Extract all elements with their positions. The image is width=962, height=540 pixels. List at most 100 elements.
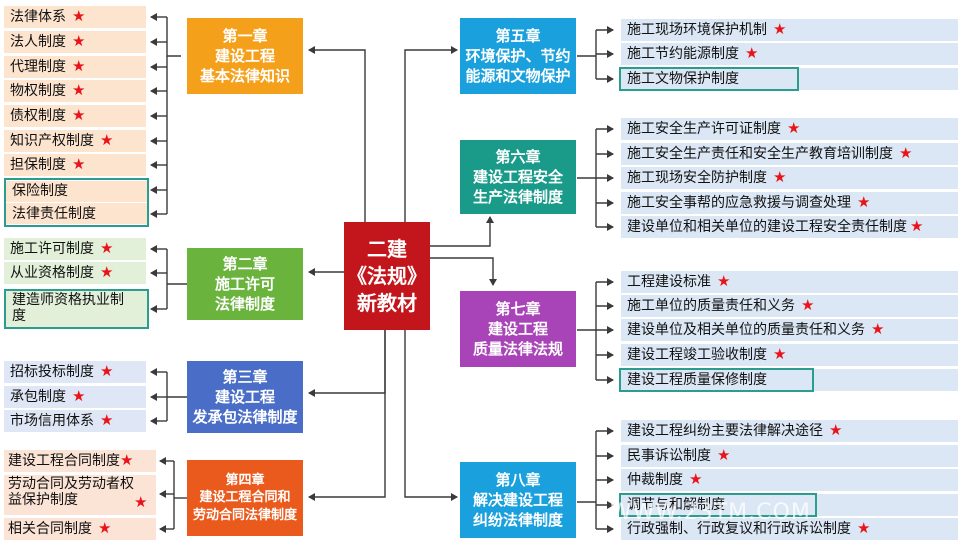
star-icon: ★: [773, 168, 787, 187]
item-label: 施工节约能源制度: [627, 45, 739, 62]
item-label: 担保制度: [10, 156, 66, 173]
star-icon: ★: [72, 81, 86, 100]
item-label: 建设单位和相关单位的建设工程安全责任制度: [627, 218, 907, 235]
ch1-item: 保险制度: [6, 180, 147, 202]
ch1-item: 担保制度★: [4, 154, 146, 176]
ch2-item: 施工许可制度 ★: [4, 238, 146, 260]
chapter-3-title-b: 发承包法律制度: [192, 408, 298, 427]
item-label: 施工现场环境保护机制: [627, 21, 767, 38]
ch3-item: 承包制度★: [4, 386, 146, 408]
chapter-8-number: 第八章: [495, 470, 541, 489]
chapter-1-box: 第一章 建设工程 基本法律知识: [187, 18, 303, 94]
item-label: 建设工程质量保修制度: [627, 371, 767, 388]
item-label: 知识产权制度: [10, 132, 94, 149]
chapter-6-title-b: 生产法律制度: [472, 188, 563, 207]
ch6-item: 施工安全生产许可证制度 ★: [621, 118, 958, 140]
star-icon: ★: [871, 320, 885, 339]
item-label: 市场信用体系: [10, 412, 94, 429]
star-icon: ★: [829, 421, 843, 440]
chapter-8-box: 第八章 解决建设工程 纠纷法律制度: [460, 462, 576, 538]
ch3-item: 招标投标制度★: [4, 361, 146, 383]
item-label: 保险制度: [12, 183, 68, 200]
ch6-item: 建设单位和相关单位的建设工程安全责任制度★: [621, 216, 958, 238]
star-icon: ★: [910, 217, 924, 236]
watermark: WWW.23TM.COM: [610, 500, 811, 525]
ch1-item: 债权制度★: [4, 105, 146, 127]
star-icon: ★: [72, 57, 86, 76]
ch1-item: 法人制度 ★: [4, 31, 146, 53]
item-label: 物权制度: [10, 82, 66, 99]
star-icon: ★: [857, 519, 871, 538]
ch7-item: 工程建设标准★: [621, 271, 958, 293]
item-label: 建设工程合同制度: [8, 452, 120, 469]
star-icon: ★: [717, 446, 731, 465]
ch8-item: 行政强制、行政复议和行政诉讼制度★: [621, 518, 958, 540]
star-icon: ★: [689, 470, 703, 489]
item-label: 从业资格制度: [10, 264, 94, 281]
star-icon: ★: [98, 519, 112, 538]
chapter-2-title-b: 法律制度: [214, 295, 275, 314]
center-title-line-2: 《法规》: [347, 263, 427, 288]
chapter-5-title-b: 能源和文物保护: [465, 67, 571, 86]
star-icon: ★: [773, 345, 787, 364]
ch7-item: 施工单位的质量责任和义务★: [621, 295, 958, 317]
item-label: 施工安全生产责任和安全生产教育培训制度: [627, 145, 893, 162]
ch1-item: 物权制度 ★: [4, 80, 146, 102]
star-icon: ★: [72, 32, 86, 51]
item-label: 施工现场安全防护制度: [627, 169, 767, 186]
item-label: 调节与和解制度: [627, 496, 725, 513]
item-label: 仲裁制度: [627, 471, 683, 488]
chapter-1-title-a: 建设工程: [214, 46, 275, 65]
chapter-7-title-b: 质量法律法规: [472, 340, 563, 359]
item-label: 劳动合同及劳动者权益保护制度: [8, 476, 134, 509]
star-icon: ★: [72, 106, 86, 125]
ch4-item: 建设工程合同制度★: [4, 450, 156, 472]
chapter-6-title-a: 建设工程安全: [472, 167, 563, 186]
star-icon: ★: [100, 362, 114, 381]
chapter-6-number: 第六章: [495, 147, 541, 166]
item-label: 施工安全生产许可证制度: [627, 120, 781, 137]
chapter-1-title-b: 基本法律知识: [199, 67, 290, 86]
item-label: 建设工程竣工验收制度: [627, 346, 767, 363]
chapter-4-box: 第四章 建设工程合同和 劳动合同法律制度: [187, 460, 303, 536]
ch6-item: 施工安全事帮的应急救援与调查处理★: [621, 192, 958, 214]
ch8-item: 建设工程纠纷主要法律解决途径★: [621, 420, 958, 442]
star-icon: ★: [787, 119, 801, 138]
star-icon: ★: [801, 296, 815, 315]
chapter-3-box: 第三章 建设工程 发承包法律制度: [187, 361, 303, 433]
star-icon: ★: [100, 411, 114, 430]
item-label: 法律体系: [10, 8, 66, 25]
chapter-3-number: 第三章: [222, 367, 268, 386]
ch8-item-outline: [619, 493, 817, 517]
item-label: 施工许可制度: [10, 240, 94, 257]
star-icon: ★: [773, 20, 787, 39]
star-icon: ★: [72, 7, 86, 26]
ch4-item: 劳动合同及劳动者权益保护制度★: [4, 475, 156, 515]
star-icon: ★: [100, 131, 114, 150]
center-title-line-3: 新教材: [357, 290, 417, 315]
center-title-box: 二建 《法规》 新教材: [344, 222, 430, 330]
item-label: 民事诉讼制度: [627, 447, 711, 464]
ch7-item: 建设工程竣工验收制度 ★: [621, 344, 958, 366]
chapter-4-number: 第四章: [225, 472, 265, 488]
chapter-4-title-b: 劳动合同法律制度: [192, 507, 297, 523]
ch7-item: 建设单位及相关单位的质量责任和义务★: [621, 319, 958, 341]
star-icon: ★: [100, 263, 114, 282]
ch2-item: 从业资格制度 ★: [4, 262, 146, 284]
chapter-2-number: 第二章: [222, 254, 268, 273]
ch3-item: 市场信用体系 ★: [4, 410, 146, 432]
star-icon: ★: [899, 144, 913, 163]
chapter-1-number: 第一章: [222, 26, 268, 45]
ch5-item: 施工文物保护制度: [621, 68, 958, 90]
item-label: 建造师资格执业制度: [12, 292, 124, 325]
ch6-item: 施工安全生产责任和安全生产教育培训制度 ★: [621, 143, 958, 165]
ch5-item: 施工节约能源制度★: [621, 43, 958, 65]
ch1-item: 代理制度★: [4, 56, 146, 78]
ch8-item: 民事诉讼制度 ★: [621, 445, 958, 467]
star-icon: ★: [100, 239, 114, 258]
chapter-7-title-a: 建设工程: [487, 319, 548, 338]
item-label: 法人制度: [10, 33, 66, 50]
ch1-item-group-outlined: 保险制度 法律责任制度: [4, 178, 149, 227]
ch7-item-outline: [619, 368, 814, 392]
chapter-5-number: 第五章: [495, 26, 541, 45]
